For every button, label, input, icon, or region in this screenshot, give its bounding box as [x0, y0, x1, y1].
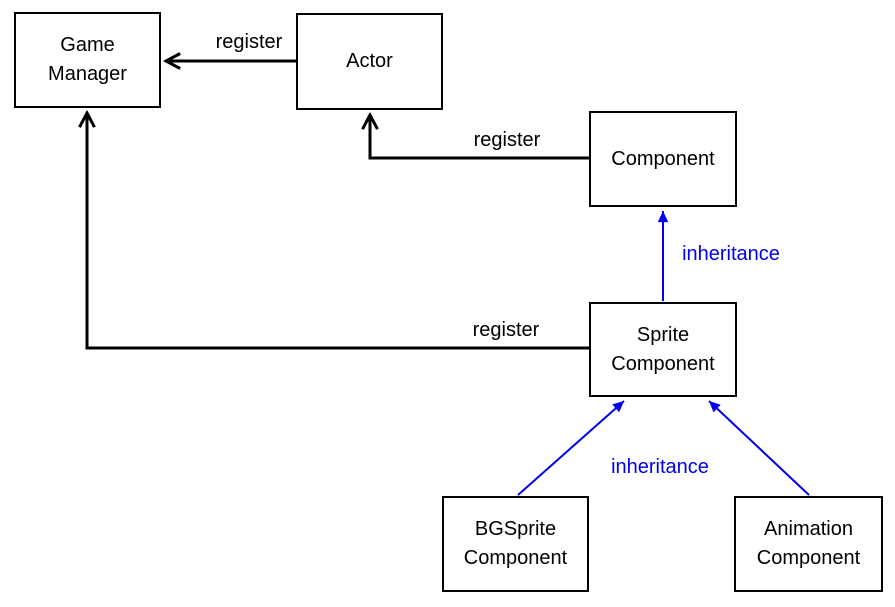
node-sprite-component: Sprite Component [589, 302, 737, 397]
edge-inheritance-bgsprite-to-sprite [517, 400, 625, 496]
node-bgsprite-component: BGSprite Component [442, 496, 589, 592]
edge-label-register-actor-to-game-manager: register [215, 31, 283, 53]
edge-register-component-to-actor [370, 115, 589, 160]
edge-label-inheritance-children-to-sprite: inheritance [611, 456, 709, 478]
node-actor: Actor [296, 13, 443, 110]
edge-label-register-component-to-actor: register [473, 129, 541, 151]
node-component: Component [589, 111, 737, 207]
edge-label-register-sprite-to-game-manager: register [472, 319, 540, 341]
edge-register-sprite-to-game-manager [87, 113, 589, 350]
node-animation-component: Animation Component [734, 496, 883, 592]
edge-label-inheritance-sprite-to-component: inheritance [682, 243, 780, 265]
edge-inheritance-animation-to-sprite [708, 400, 810, 496]
node-game-manager: Game Manager [14, 12, 161, 108]
